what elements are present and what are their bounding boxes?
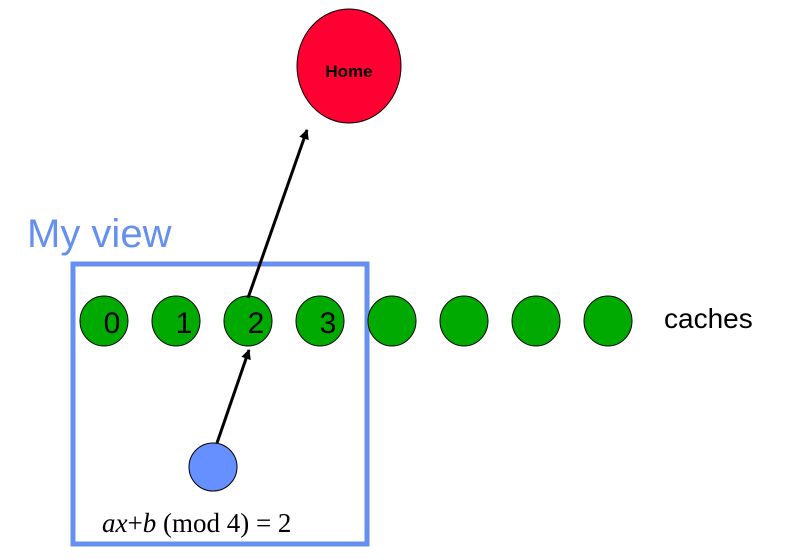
caches-label: caches bbox=[664, 303, 753, 334]
home-label: Home bbox=[325, 62, 372, 81]
formula-ax: ax bbox=[102, 508, 128, 538]
cache-number-2: 2 bbox=[248, 307, 265, 340]
cache-node-6 bbox=[511, 295, 561, 347]
cache-node-7 bbox=[583, 295, 633, 347]
home-node: Home bbox=[296, 8, 402, 124]
cache-node-4 bbox=[367, 295, 417, 347]
my-view-label: My view bbox=[27, 212, 172, 256]
cache-number-0: 0 bbox=[104, 307, 121, 340]
arrow-client-to-cache bbox=[215, 349, 251, 444]
cache-node-5 bbox=[439, 295, 489, 347]
arrow-cache-to-home bbox=[246, 129, 309, 299]
caches-row: 0 1 2 3 bbox=[79, 295, 633, 347]
my-view-box bbox=[70, 261, 370, 547]
client-node bbox=[188, 442, 238, 492]
formula-plus: + bbox=[127, 508, 142, 538]
home-circle bbox=[296, 8, 402, 124]
cache-node-3 bbox=[295, 295, 345, 347]
cache-number-1: 1 bbox=[176, 307, 193, 340]
formula-rest: (mod 4) = 2 bbox=[156, 508, 291, 538]
cache-node-0 bbox=[79, 295, 129, 347]
hash-formula: ax+b (mod 4) = 2 bbox=[102, 508, 291, 538]
cache-node-1 bbox=[151, 295, 201, 347]
cache-number-3: 3 bbox=[320, 307, 337, 340]
formula-b: b bbox=[143, 508, 157, 538]
